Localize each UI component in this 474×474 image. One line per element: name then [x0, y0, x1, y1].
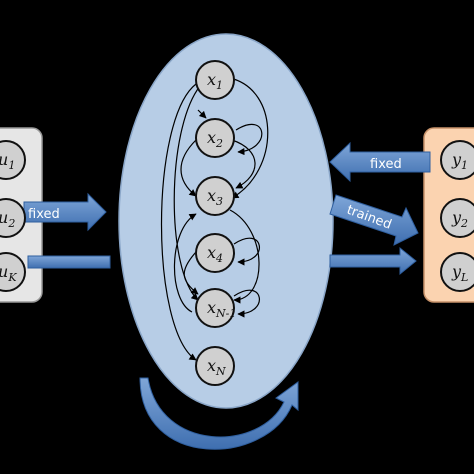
feedback-arrow — [329, 141, 431, 183]
input-node-label-2: u2 — [0, 208, 15, 230]
output-node-3 — [440, 252, 474, 292]
recurrent-curved-arrow — [139, 377, 299, 450]
input-node-2 — [0, 198, 26, 238]
reservoir-output-arrow — [329, 246, 417, 276]
output-node-label-3: yL — [451, 262, 468, 284]
fixed-input-arrow — [23, 192, 107, 232]
reservoir-node-label-2: x2 — [207, 128, 223, 150]
reservoir-node-5 — [195, 288, 235, 328]
fixed-input-label: fixed — [28, 207, 60, 222]
reservoir-node-label-4: x4 — [207, 243, 223, 265]
reservoir-node-1 — [195, 60, 235, 100]
recurrent-connections — [160, 77, 269, 361]
output-node-1 — [440, 140, 474, 180]
input-node-3 — [0, 252, 26, 292]
reservoir-node-label-6: xN — [207, 356, 226, 378]
reservoir-node-2 — [195, 118, 235, 158]
bottom-input-arrow — [27, 255, 111, 269]
input-node-label-1: u1 — [0, 150, 15, 172]
reservoir-node-label-3: x3 — [207, 186, 223, 208]
reservoir-node-6 — [195, 346, 235, 386]
output-node-label-1: y1 — [451, 150, 468, 172]
reservoir-node-label-5: xN-1 — [207, 298, 236, 320]
input-node-label-3: uK — [0, 262, 17, 284]
reservoir-node-4 — [195, 233, 235, 273]
reservoir-node-3 — [195, 176, 235, 216]
output-node-label-2: y2 — [451, 208, 468, 230]
reservoir-node-label-1: x1 — [207, 70, 223, 92]
reservoir-nodes: x1 x2 x3 x4 xN-1 xN — [195, 60, 236, 386]
feedback-label: fixed — [370, 157, 402, 172]
input-nodes: u1 u2 uK — [0, 140, 26, 292]
trained-arrow — [329, 194, 419, 246]
output-nodes: y1 y2 yL — [440, 140, 474, 292]
input-node-1 — [0, 140, 26, 180]
output-node-2 — [440, 198, 474, 238]
